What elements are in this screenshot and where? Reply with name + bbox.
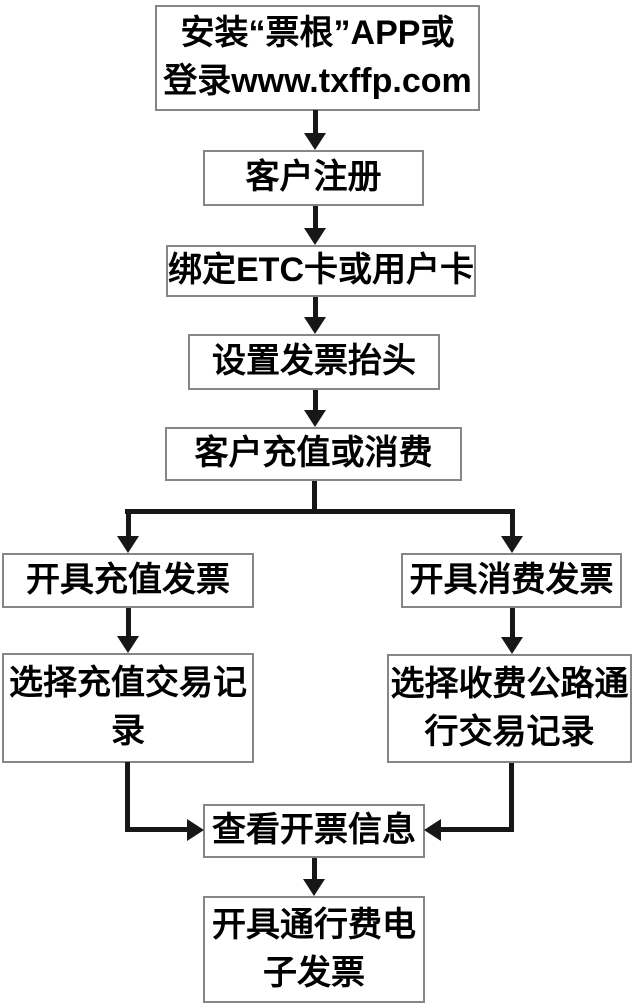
- merge-left-vertical-line: [125, 762, 130, 832]
- arrow-viewinfo-to-final-icon: [303, 858, 325, 896]
- node-issue-consume-invoice: 开具消费发票: [401, 553, 622, 608]
- arrow-bind-to-title-icon: [304, 297, 326, 334]
- arrow-branch-right-icon: [501, 509, 523, 553]
- merge-left-arrowhead-icon: [187, 819, 204, 841]
- branch-stem-line: [312, 481, 317, 512]
- node-select-toll-records: 选择收费公路通 行交易记录: [387, 654, 632, 763]
- arrow-title-to-consume-icon: [304, 390, 326, 427]
- arrow-left-invoice-to-records-icon: [117, 608, 139, 653]
- node-install-app: 安装“票根”APP或 登录www.txffp.com: [155, 5, 480, 111]
- arrow-right-invoice-to-records-icon: [501, 608, 523, 654]
- arrow-branch-left-icon: [117, 509, 139, 553]
- node-select-recharge-records: 选择充值交易记 录: [2, 653, 254, 763]
- node-set-invoice-title: 设置发票抬头: [188, 334, 440, 390]
- merge-right-horizontal-line: [441, 827, 514, 832]
- node-issue-etoll-invoice: 开具通行费电 子发票: [203, 896, 425, 1003]
- node-customer-register: 客户注册: [203, 150, 424, 206]
- merge-left-horizontal-line: [125, 827, 187, 832]
- node-bind-etc-card: 绑定ETC卡或用户卡: [166, 245, 476, 297]
- arrow-install-to-register-icon: [304, 110, 326, 150]
- node-recharge-or-consume: 客户充值或消费: [165, 427, 462, 481]
- arrow-register-to-bind-icon: [304, 206, 326, 245]
- node-view-invoice-info: 查看开票信息: [203, 804, 425, 858]
- node-issue-recharge-invoice: 开具充值发票: [2, 553, 254, 608]
- branch-horizontal-line: [125, 509, 515, 514]
- merge-right-arrowhead-icon: [424, 819, 441, 841]
- merge-right-vertical-line: [509, 763, 514, 832]
